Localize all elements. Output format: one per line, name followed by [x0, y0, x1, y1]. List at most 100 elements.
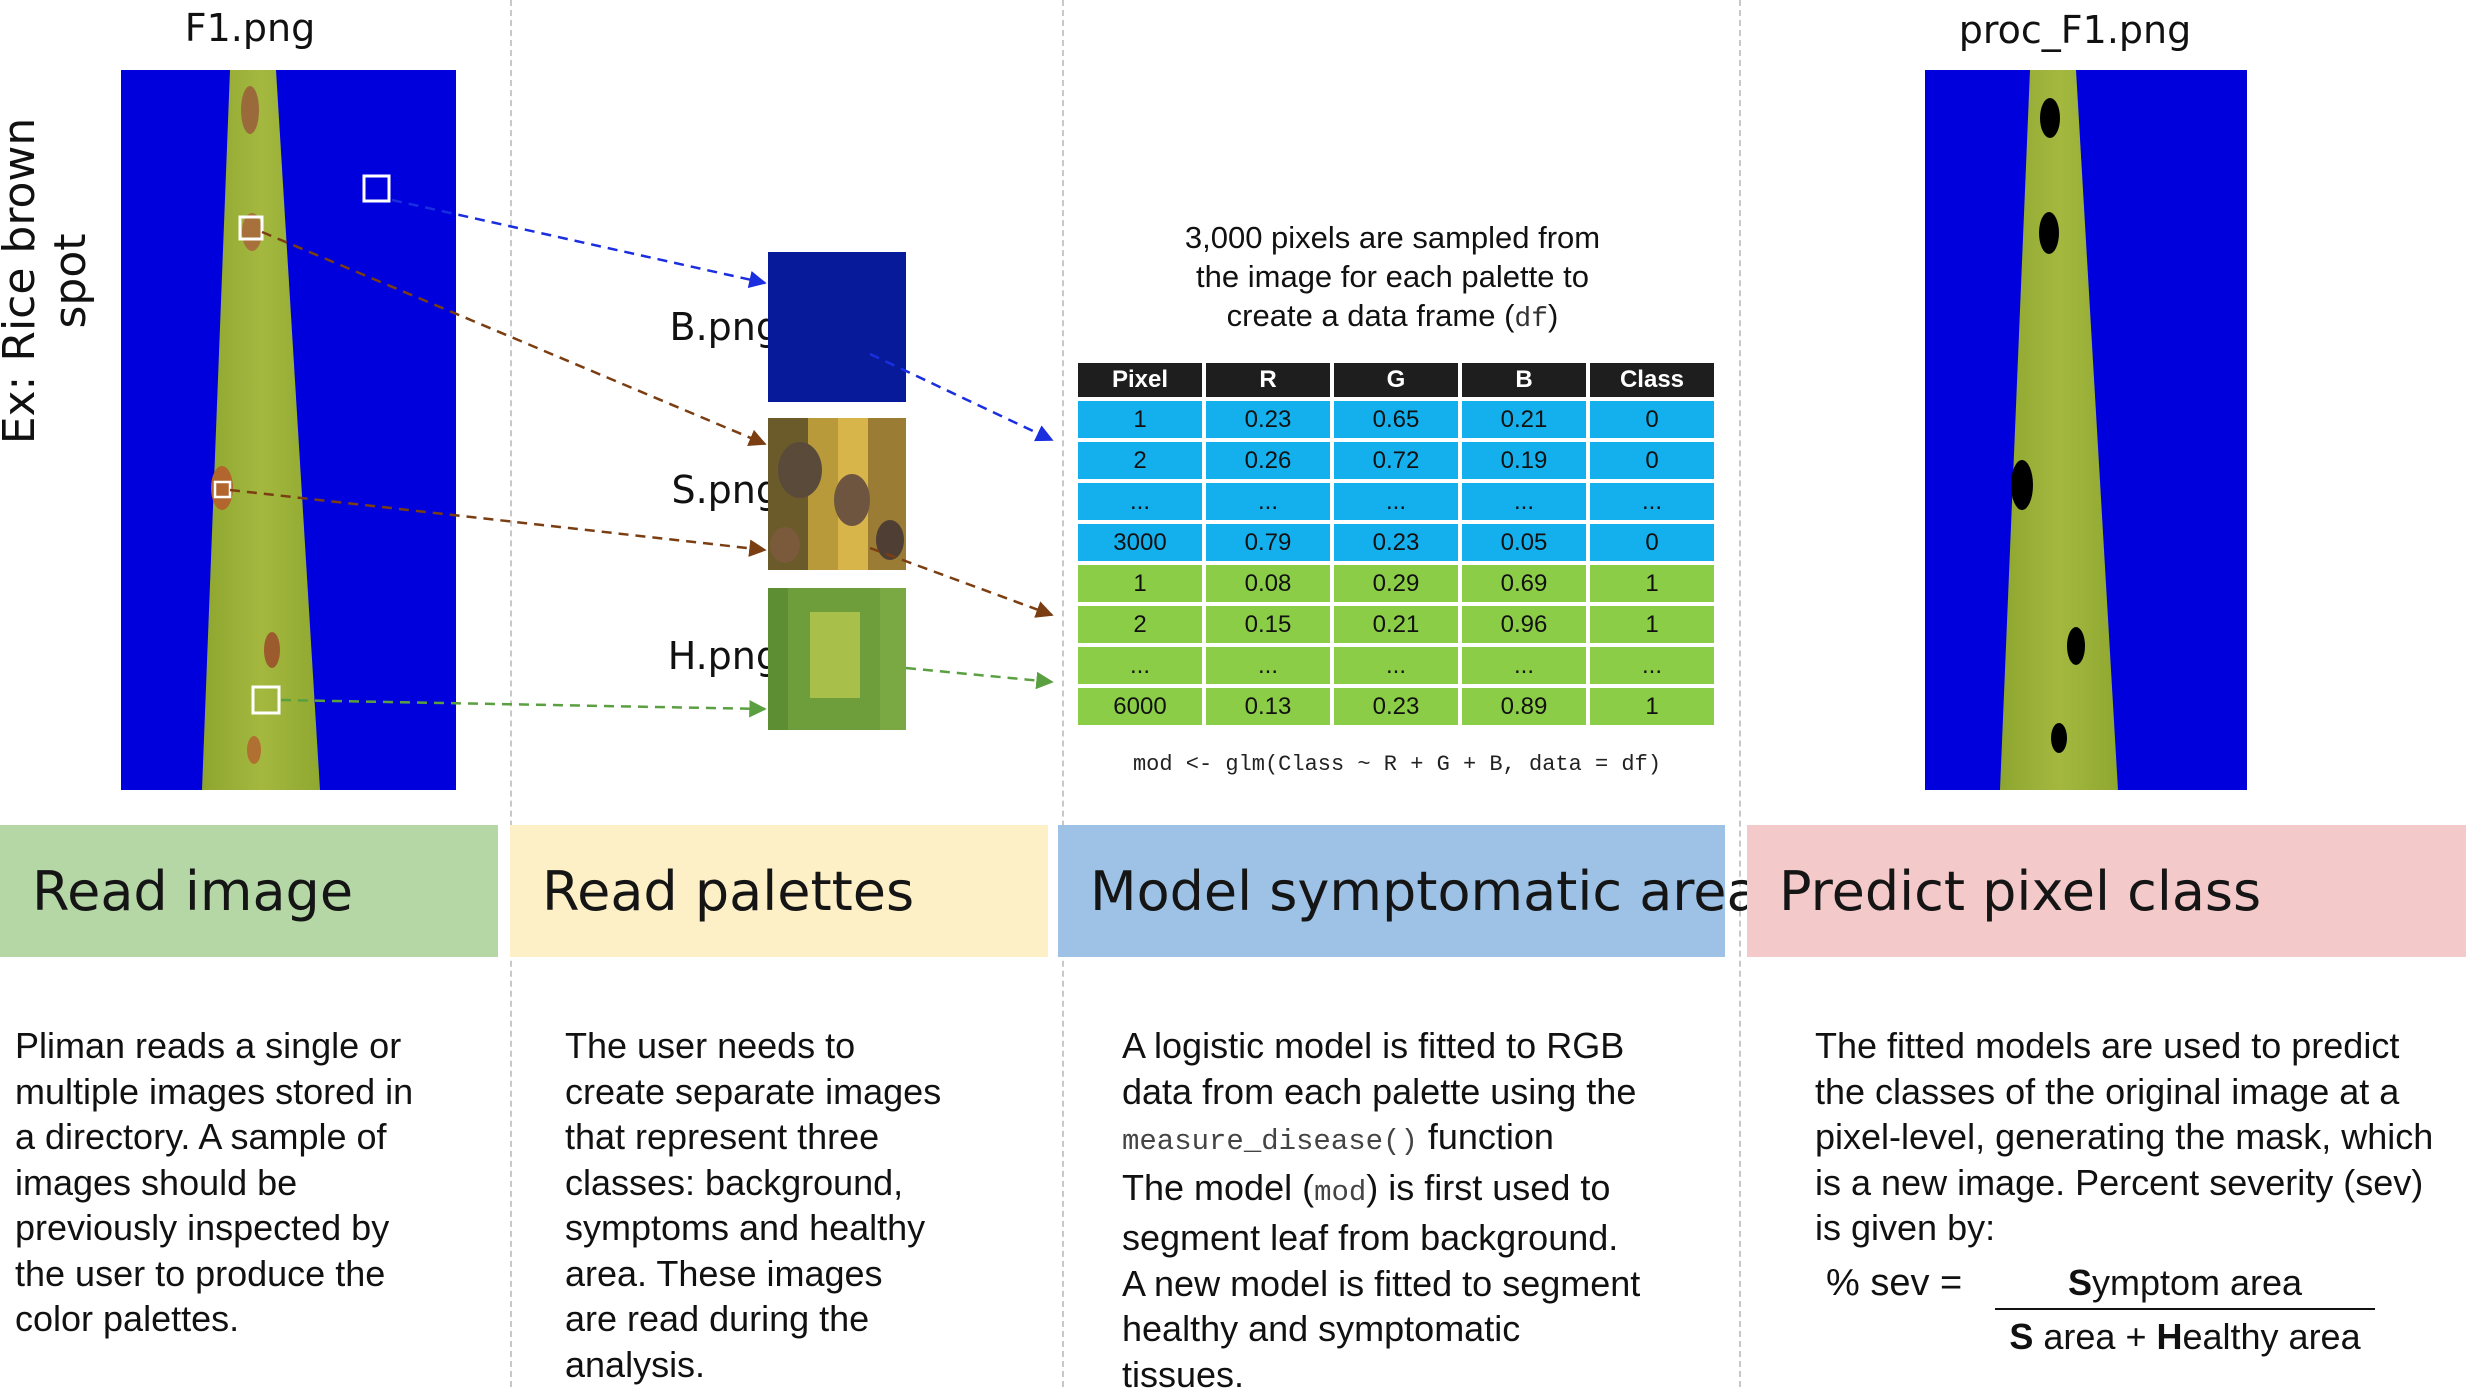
severity-formula-fraction: Symptom area S area + Healthy area: [1995, 1262, 2375, 1358]
caption-line: the image for each palette to: [1105, 257, 1680, 296]
table-cell: 0.29: [1334, 565, 1458, 602]
table-cell: 0.23: [1334, 524, 1458, 561]
table-cell: 1: [1590, 688, 1714, 725]
table-cell: 0: [1590, 442, 1714, 479]
table-cell: 0.96: [1462, 606, 1586, 643]
output-mask-image: [1925, 70, 2247, 790]
table-cell: ...: [1206, 647, 1330, 684]
table-cell: 0: [1590, 524, 1714, 561]
table-cell: ...: [1590, 647, 1714, 684]
desc-line: The fitted models are used to predict: [1815, 1023, 2465, 1069]
background-palette-swatch: [768, 252, 906, 402]
step-title: Predict pixel class: [1747, 860, 2261, 923]
table-cell: ...: [1462, 647, 1586, 684]
table-row: ...............: [1078, 647, 1714, 684]
table-cell: ...: [1590, 483, 1714, 520]
desc-line: analysis.: [565, 1342, 1045, 1388]
table-cell: 0.72: [1334, 442, 1458, 479]
glm-model-code: mod <- glm(Class ~ R + G + B, data = df): [1072, 752, 1722, 777]
desc-line: previously inspected by: [15, 1205, 495, 1251]
table-cell: 0.13: [1206, 688, 1330, 725]
formula-numerator: Symptom area: [1995, 1262, 2375, 1310]
desc-line: is a new image. Percent severity (sev): [1815, 1160, 2465, 1206]
table-cell: 0: [1590, 401, 1714, 438]
step-banner-read-palettes: Read palettes: [510, 825, 1048, 957]
col-header-g: G: [1334, 363, 1458, 397]
table-cell: 2: [1078, 442, 1202, 479]
table-cell: 0.21: [1334, 606, 1458, 643]
step-title: Read image: [0, 860, 353, 923]
desc-line: area. These images: [565, 1251, 1045, 1297]
table-row: ...............: [1078, 483, 1714, 520]
step-title: Model symptomatic area: [1058, 860, 1760, 923]
table-cell: 0.89: [1462, 688, 1586, 725]
table-cell: ...: [1334, 483, 1458, 520]
desc-line: Pliman reads a single or: [15, 1023, 495, 1069]
desc-line: that represent three: [565, 1114, 1045, 1160]
formula-denominator: S area + Healthy area: [1995, 1310, 2375, 1358]
table-cell: 1: [1078, 401, 1202, 438]
table-cell: ...: [1334, 647, 1458, 684]
desc-line: the user to produce the: [15, 1251, 495, 1297]
table-cell: 1: [1590, 606, 1714, 643]
table-cell: 1: [1078, 565, 1202, 602]
read-image-description: Pliman reads a single or multiple images…: [15, 1023, 495, 1342]
desc-line: create separate images: [565, 1069, 1045, 1115]
read-palettes-description: The user needs to create separate images…: [565, 1023, 1045, 1387]
table-cell: ...: [1078, 483, 1202, 520]
table-cell: 0.23: [1206, 401, 1330, 438]
col-header-b: B: [1462, 363, 1586, 397]
desc-line: pixel-level, generating the mask, which: [1815, 1114, 2465, 1160]
caption-line: 3,000 pixels are sampled from: [1105, 218, 1680, 257]
table-cell: ...: [1206, 483, 1330, 520]
table-cell: 0.05: [1462, 524, 1586, 561]
desc-line: A logistic model is fitted to RGB: [1122, 1023, 1732, 1069]
desc-line: measure_disease() function: [1122, 1114, 1732, 1165]
desc-line: healthy and symptomatic: [1122, 1306, 1732, 1352]
table-cell: 0.23: [1334, 688, 1458, 725]
table-cell: 0.69: [1462, 565, 1586, 602]
desc-line: color palettes.: [15, 1296, 495, 1342]
table-cell: 0.19: [1462, 442, 1586, 479]
col-header-pixel: Pixel: [1078, 363, 1202, 397]
step-banner-predict: Predict pixel class: [1747, 825, 2466, 957]
table-header-row: Pixel R G B Class: [1078, 363, 1714, 397]
step-title: Read palettes: [510, 860, 914, 923]
symptom-palette-swatch: [768, 418, 906, 570]
desc-line: A new model is fitted to segment: [1122, 1261, 1732, 1307]
predict-description: The fitted models are used to predict th…: [1815, 1023, 2465, 1251]
table-cell: 0.26: [1206, 442, 1330, 479]
desc-line: data from each palette using the: [1122, 1069, 1732, 1115]
caption-line: create a data frame (df): [1105, 296, 1680, 339]
desc-line: The model (mod) is first used to: [1122, 1165, 1732, 1216]
col-header-class: Class: [1590, 363, 1714, 397]
desc-line: classes: background,: [565, 1160, 1045, 1206]
desc-line: images should be: [15, 1160, 495, 1206]
desc-line: multiple images stored in: [15, 1069, 495, 1115]
table-cell: 3000: [1078, 524, 1202, 561]
table-cell: 0.08: [1206, 565, 1330, 602]
table-cell: ...: [1078, 647, 1202, 684]
col-header-r: R: [1206, 363, 1330, 397]
table-cell: 2: [1078, 606, 1202, 643]
desc-line: The user needs to: [565, 1023, 1045, 1069]
desc-line: is given by:: [1815, 1205, 2465, 1251]
table-cell: 6000: [1078, 688, 1202, 725]
healthy-to-table-arrow: [906, 668, 1052, 682]
desc-line: are read during the: [565, 1296, 1045, 1342]
input-leaf-image: [121, 70, 456, 790]
table-cell: 1: [1590, 565, 1714, 602]
table-cell: 0.15: [1206, 606, 1330, 643]
desc-line: symptoms and healthy: [565, 1205, 1045, 1251]
step-banner-read-image: Read image: [0, 825, 498, 957]
desc-line: a directory. A sample of: [15, 1114, 495, 1160]
table-cell: 0.79: [1206, 524, 1330, 561]
healthy-palette-swatch: [768, 588, 906, 730]
